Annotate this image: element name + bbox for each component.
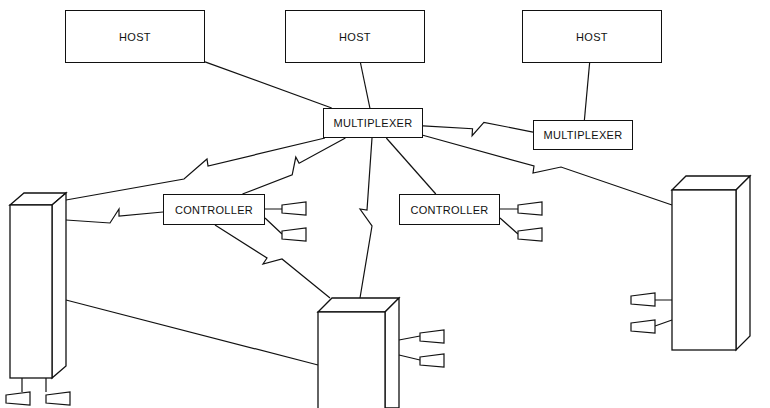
host-box: HOST	[522, 10, 662, 63]
host-box: HOST	[285, 10, 425, 63]
link-line	[386, 138, 436, 194]
multiplexer-box: MULTIPLEXER	[533, 120, 633, 150]
node-label: CONTROLLER	[175, 204, 253, 216]
controller-box: CONTROLLER	[163, 194, 265, 225]
host-box: HOST	[65, 10, 205, 63]
controller-box: CONTROLLER	[399, 194, 500, 225]
node-label: CONTROLLER	[410, 204, 488, 216]
node-label: HOST	[576, 31, 608, 43]
link-line	[205, 62, 332, 108]
link-line	[423, 122, 533, 135]
link-line	[243, 138, 346, 194]
link-line	[361, 63, 370, 108]
multiplexer-box: MULTIPLEXER	[323, 108, 423, 138]
node-label: HOST	[119, 31, 151, 43]
node-label: HOST	[339, 31, 371, 43]
node-label: MULTIPLEXER	[544, 129, 623, 141]
link-line	[584, 63, 589, 120]
node-label: MULTIPLEXER	[334, 117, 413, 129]
